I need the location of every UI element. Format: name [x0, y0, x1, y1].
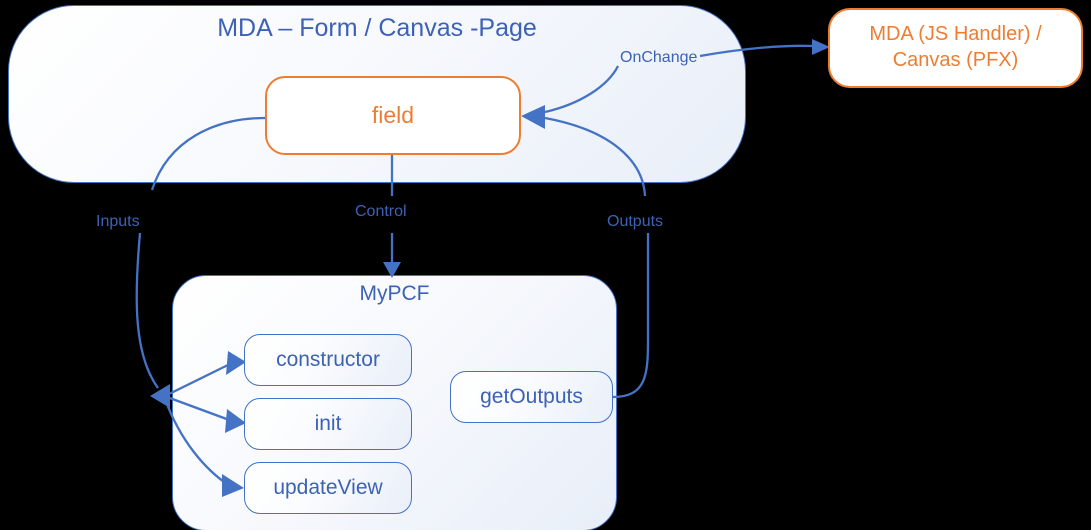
inputs-edge-label: Inputs [96, 213, 140, 230]
outputs-edge-label: Outputs [607, 213, 664, 230]
init-box[interactable] [244, 398, 412, 450]
control-edge-label: Control [355, 203, 407, 220]
updateview-box[interactable] [244, 462, 412, 514]
field-box[interactable] [265, 76, 521, 155]
inputs-junction-arrowhead [150, 384, 170, 408]
inputs-edge-lower [135, 232, 159, 389]
constructor-box[interactable] [244, 334, 412, 386]
getoutputs-box[interactable] [450, 371, 613, 423]
handler-box[interactable] [828, 8, 1083, 88]
outputs-edge-lower [612, 233, 650, 399]
